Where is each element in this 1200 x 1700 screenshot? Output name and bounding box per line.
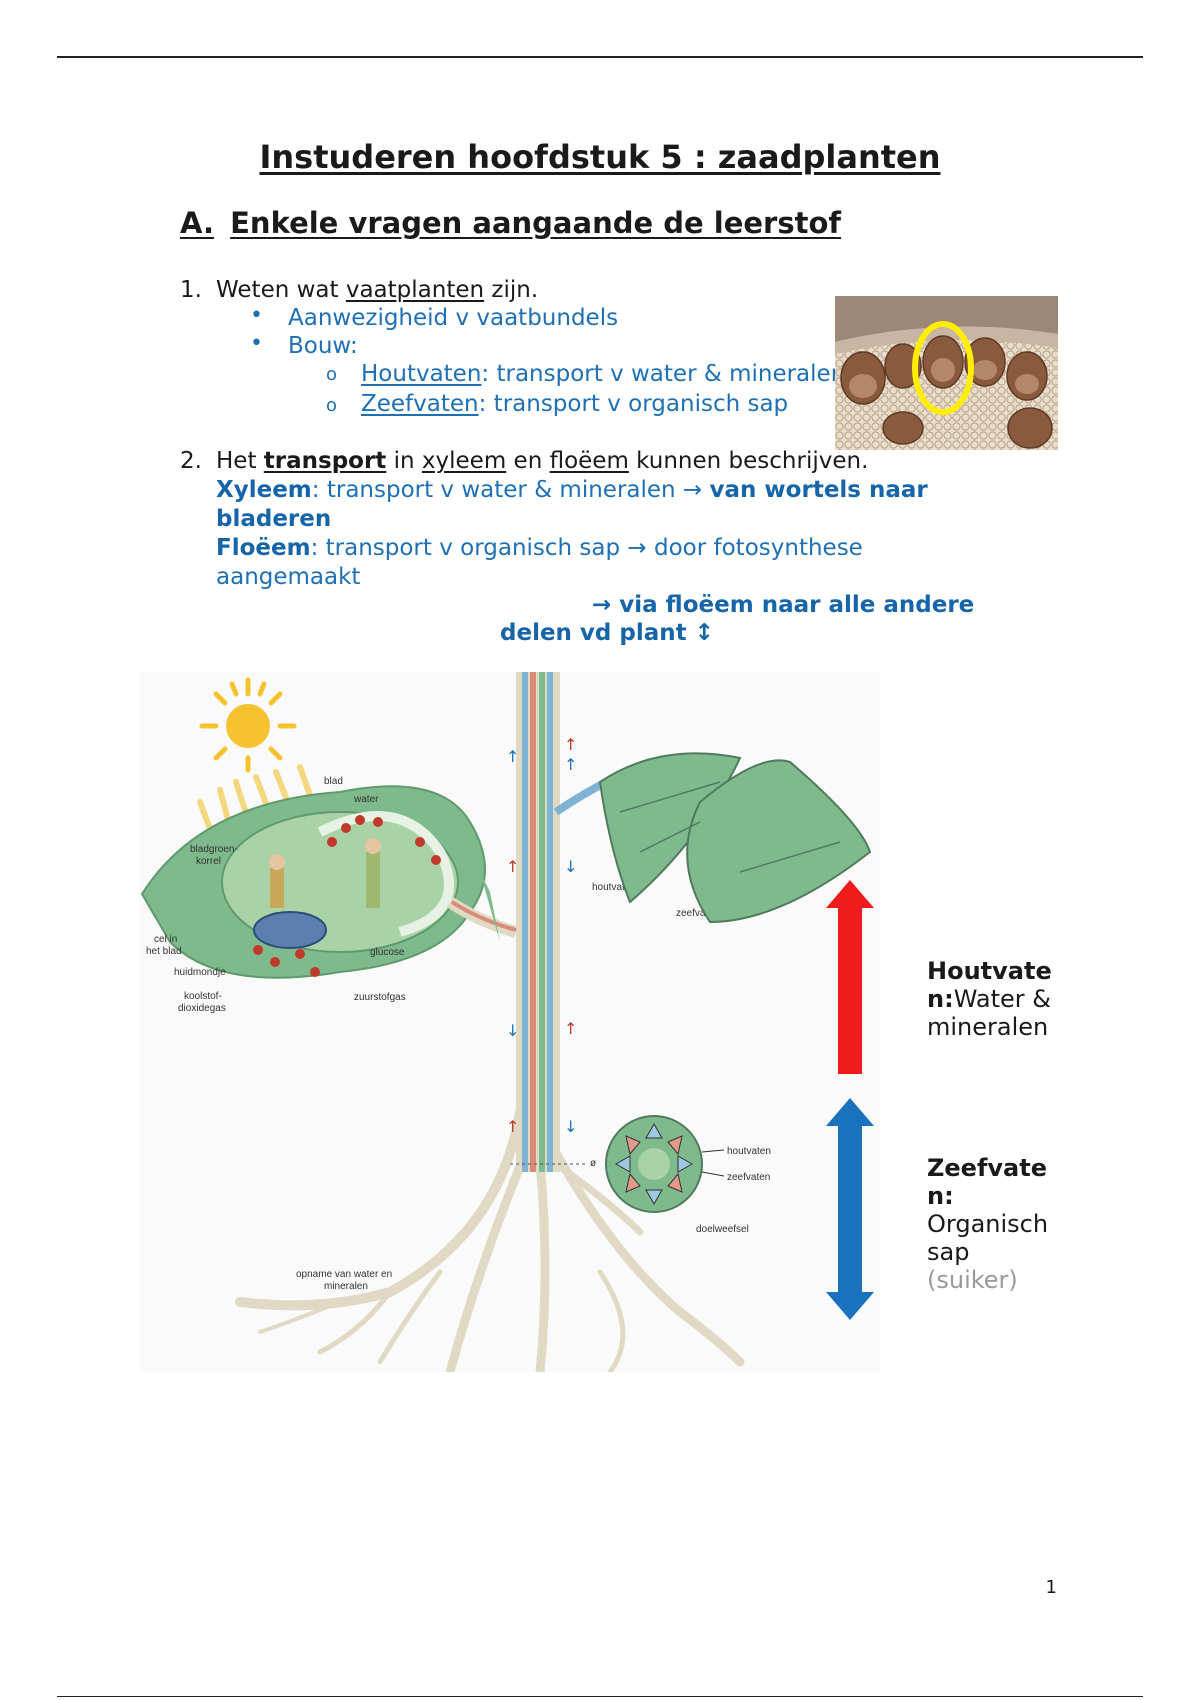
section-letter: A. bbox=[180, 206, 214, 240]
question-2: 2. Het transport in xyleem en floëem kun… bbox=[180, 447, 868, 475]
zeef-text-1: Organisch bbox=[927, 1210, 1049, 1238]
hout-text-2: mineralen bbox=[927, 1013, 1049, 1041]
label-water: water bbox=[353, 794, 379, 805]
zeef-bold-2: n: bbox=[927, 1182, 954, 1210]
top-rule bbox=[57, 56, 1143, 58]
floeem-text-2: aangemaakt bbox=[216, 564, 361, 590]
q1-term: vaatplanten bbox=[345, 277, 485, 303]
hout-bold-1: Houtvate bbox=[927, 957, 1052, 985]
red-up-arrow-icon bbox=[826, 880, 874, 1074]
floeem-line: Floëem: transport v organisch sap → door… bbox=[216, 534, 863, 562]
page-title: Instuderen hoofdstuk 5 : zaadplanten bbox=[259, 138, 941, 176]
label-cel-2: het blad bbox=[146, 946, 182, 957]
blue-double-arrow-icon bbox=[826, 1098, 874, 1320]
label-huidmondje: huidmondje bbox=[174, 967, 226, 978]
label-opname-2: mineralen bbox=[324, 1281, 368, 1292]
zeef-bold-1: Zeefvate bbox=[927, 1154, 1047, 1182]
q1-bullet-1: Aanwezigheid v vaatbundels bbox=[288, 305, 619, 331]
plant-transport-diagram: blad water bladgroen- korrel cel in het … bbox=[140, 672, 880, 1372]
bottom-rule bbox=[57, 1696, 1143, 1697]
zeef-text-3: (suiker) bbox=[927, 1266, 1018, 1294]
zeef-text-2: sap bbox=[927, 1238, 970, 1266]
circle-bullet-1: o bbox=[326, 364, 338, 385]
q2-w3: en bbox=[506, 448, 550, 474]
via-floeem-1: → via floëem naar alle andere bbox=[592, 592, 975, 618]
q2-floeem: floëem bbox=[549, 448, 629, 474]
stem bbox=[446, 672, 652, 1172]
page-number: 1 bbox=[1045, 1577, 1057, 1598]
q2-w4: kunnen beschrijven. bbox=[628, 448, 869, 474]
label-doelweefsel: doelweefsel bbox=[696, 1224, 749, 1235]
floeem-label: Floëem bbox=[216, 535, 311, 561]
houtvaten-legend: Houtvate n:Water & mineralen bbox=[927, 957, 1052, 1041]
q1-number: 1. bbox=[180, 277, 202, 303]
flow-arrow-up-icon: ↑ bbox=[564, 735, 577, 754]
label-houtvaten-2: houtvaten bbox=[727, 1146, 771, 1157]
xyleem-bold-1: van wortels naar bbox=[709, 477, 928, 503]
label-koolstof-1: koolstof- bbox=[184, 991, 222, 1002]
label-opname-1: opname van water en bbox=[296, 1269, 392, 1280]
leaf-cell bbox=[140, 785, 486, 979]
bullet-dot-1: • bbox=[250, 303, 263, 328]
section-a-heading: A. Enkele vragen aangaande de leerstof bbox=[180, 206, 841, 240]
q1-pre: Weten wat bbox=[216, 277, 346, 303]
section-heading-text: Enkele vragen aangaande de leerstof bbox=[230, 206, 842, 240]
label-zuurstofgas: zuurstofgas bbox=[354, 992, 406, 1003]
xyleem-text: : transport v water & mineralen → bbox=[311, 477, 710, 503]
flow-arrow-up-icon: ↑ bbox=[564, 755, 577, 774]
xyleem-label: Xyleem bbox=[216, 477, 312, 503]
hout-text-1: Water & bbox=[953, 985, 1051, 1013]
flow-arrow-up-icon: ↑ bbox=[506, 1117, 519, 1136]
flow-arrow-up-icon: ↑ bbox=[506, 747, 519, 766]
houtvaten-desc: : transport v water & mineralen bbox=[481, 361, 846, 387]
flow-arrow-up-icon: ↑ bbox=[564, 1019, 577, 1038]
label-zeefvaten: zeefvaten bbox=[676, 908, 719, 919]
flow-arrow-down-icon: ↓ bbox=[564, 857, 577, 876]
question-1: 1. Weten wat vaatplanten zijn. bbox=[180, 276, 538, 304]
stem-cross-section bbox=[605, 1115, 725, 1213]
q2-w2: in bbox=[386, 448, 422, 474]
q2-xyleem: xyleem bbox=[421, 448, 507, 474]
roots bbox=[235, 1107, 745, 1372]
label-koolstof-2: dioxidegas bbox=[178, 1003, 226, 1014]
label-glucose: glucose bbox=[370, 947, 405, 958]
houtvaten-term: Houtvaten bbox=[361, 361, 482, 387]
flow-arrow-down-icon: ↓ bbox=[564, 1117, 577, 1136]
via-floeem-2: delen vd plant ↕ bbox=[500, 620, 714, 646]
zeefvaten-desc: : transport v organisch sap bbox=[478, 391, 789, 417]
q2-transport: transport bbox=[263, 448, 387, 474]
label-zeefvaten-2: zeefvaten bbox=[727, 1172, 770, 1183]
flow-arrow-up-icon: ↑ bbox=[506, 857, 519, 876]
label-section-mark: ø bbox=[590, 1158, 596, 1169]
q1-sub-2: Zeefvaten: transport v organisch sap bbox=[361, 390, 788, 418]
label-houtvaten: houtvaten bbox=[592, 882, 636, 893]
flow-arrow-down-icon: ↓ bbox=[506, 1021, 519, 1040]
right-leaves bbox=[480, 752, 872, 942]
q2-number: 2. bbox=[180, 448, 202, 474]
stem-cross-section-photo bbox=[835, 296, 1058, 450]
xyleem-bold-2: bladeren bbox=[216, 506, 332, 532]
q2-w1: Het bbox=[216, 448, 264, 474]
q1-bullet-2: Bouw: bbox=[288, 333, 358, 359]
xyleem-line: Xyleem: transport v water & mineralen → … bbox=[216, 476, 928, 504]
q1-post: zijn. bbox=[484, 277, 539, 303]
bullet-dot-2: • bbox=[250, 331, 263, 356]
label-blad: blad bbox=[324, 776, 343, 787]
zeefvaten-legend: Zeefvate n: Organisch sap (suiker) bbox=[927, 1154, 1048, 1294]
zeefvaten-term: Zeefvaten bbox=[361, 391, 479, 417]
label-bladgroenkorrel-1: bladgroen- bbox=[190, 844, 238, 855]
floeem-text: : transport v organisch sap → door fotos… bbox=[310, 535, 863, 561]
q1-sub-1: Houtvaten: transport v water & mineralen bbox=[361, 360, 845, 388]
label-cel-1: cel in bbox=[154, 934, 177, 945]
label-bladgroenkorrel-2: korrel bbox=[196, 856, 221, 867]
hout-bold-2: n: bbox=[927, 985, 954, 1013]
circle-bullet-2: o bbox=[326, 395, 338, 416]
